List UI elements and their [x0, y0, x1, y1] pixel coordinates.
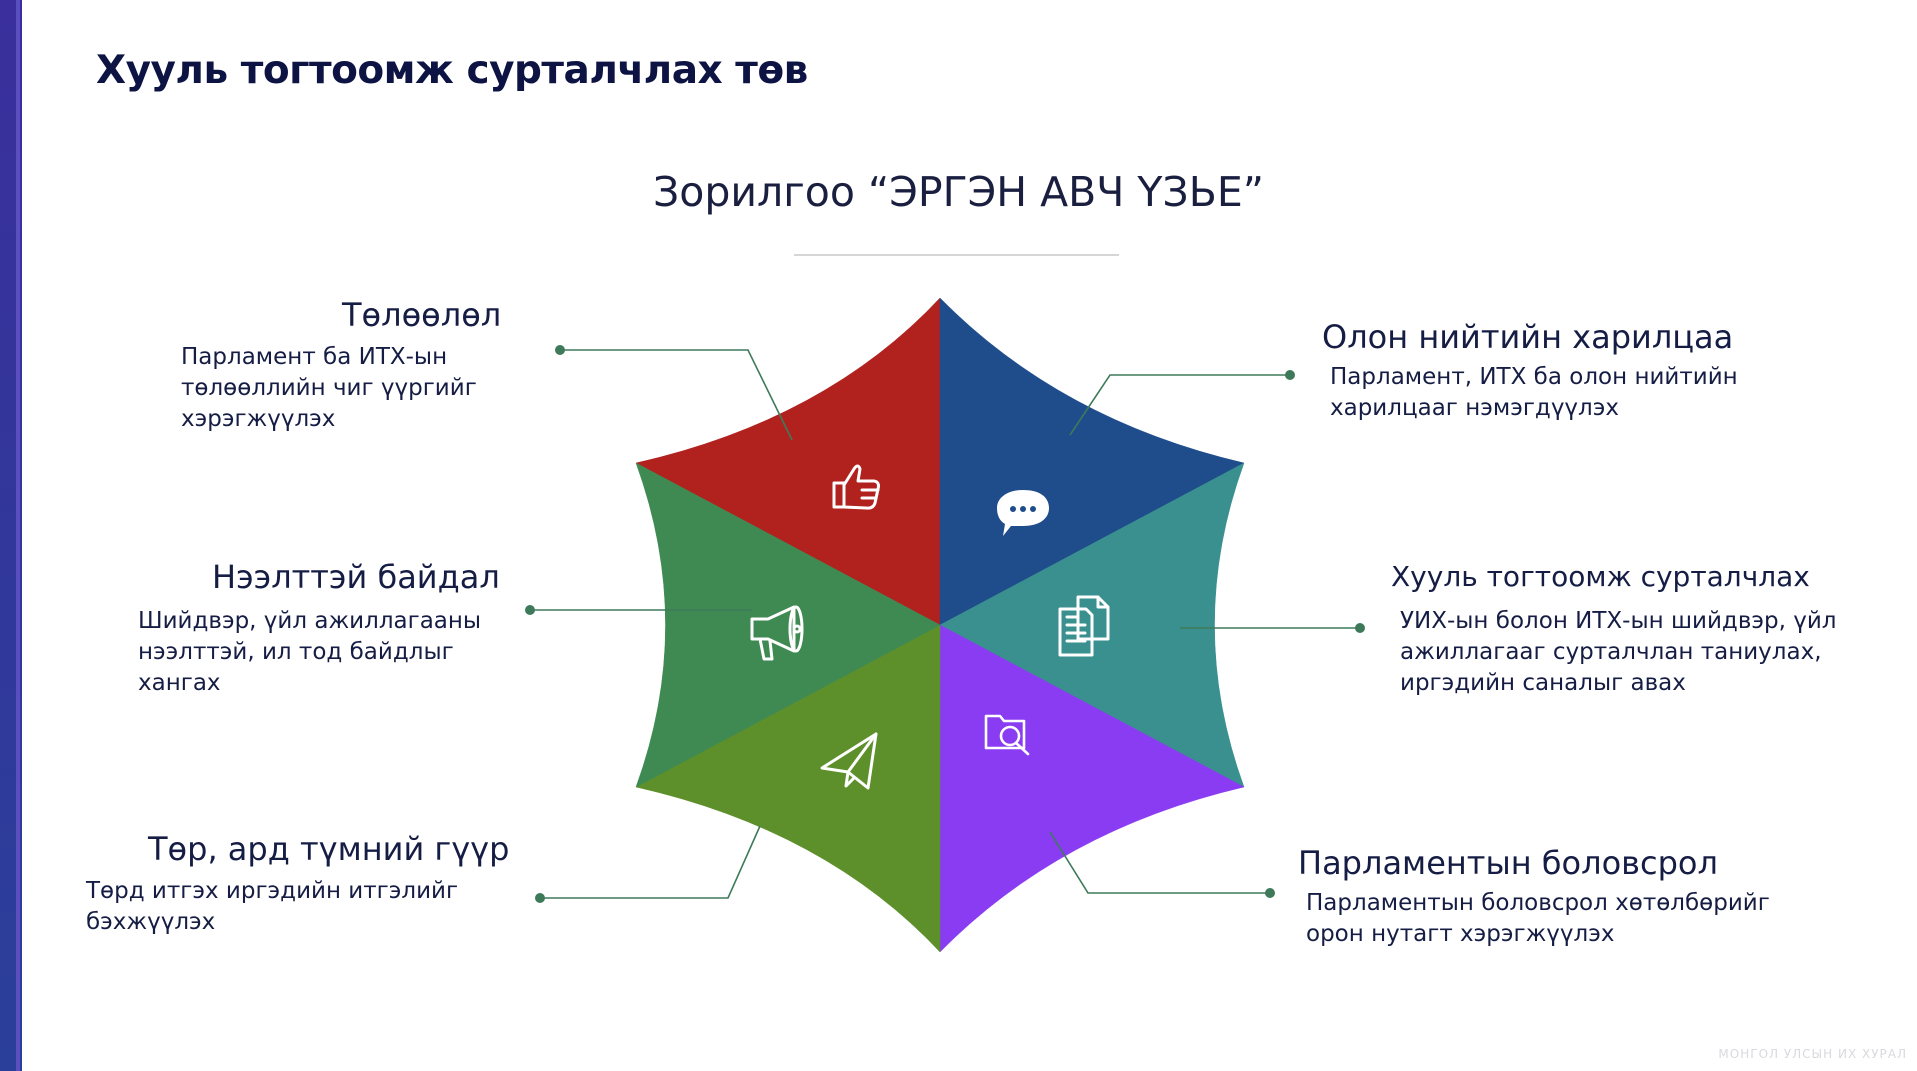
segment-representation [635, 297, 941, 626]
item-title-representation: Төлөөлөл [342, 296, 502, 334]
dot-public-relations [1285, 370, 1295, 380]
item-title-public-relations: Олон нийтийн харилцаа [1322, 318, 1734, 356]
folder-search-icon [984, 714, 1030, 756]
connector-state-people-bridge [540, 825, 761, 899]
dot-parliament-education [1265, 888, 1275, 898]
left-accent-line [16, 0, 20, 1071]
thumbs-up-icon [832, 464, 880, 510]
dot-law-promotion [1355, 623, 1365, 633]
documents-icon [1058, 595, 1110, 657]
item-title-parliament-education: Парламентын боловсрол [1298, 844, 1718, 882]
connectors [530, 349, 1360, 899]
page-title: Хууль тогтоомж сурталчлах төв [96, 48, 808, 93]
paper-plane-icon [820, 732, 878, 790]
segment-public-relations [939, 297, 1245, 626]
dot-representation [555, 345, 565, 355]
item-title-state-people-bridge: Төр, ард түмний гүүр [148, 830, 510, 868]
connector-dots [525, 345, 1365, 903]
segment-parliament-education [939, 624, 1245, 953]
item-title-law-promotion: Хууль тогтоомж сурталчлах [1391, 560, 1810, 593]
subtitle-divider [794, 254, 1119, 256]
connector-representation [560, 349, 793, 441]
segment-state-people-bridge [635, 624, 941, 953]
chat-bubble-icon [997, 490, 1049, 536]
dot-state-people-bridge [535, 893, 545, 903]
connector-parliament-education [1049, 831, 1270, 894]
connector-public-relations [1069, 374, 1290, 436]
watermark: МОНГОЛ УЛСЫН ИХ ХУРАЛ [1718, 1047, 1907, 1061]
megaphone-icon [750, 605, 804, 661]
goal-subtitle: Зорилгоо “ЭРГЭН АВЧ ҮЗЬЕ” [653, 168, 1264, 216]
item-title-openness: Нээлттэй байдал [212, 558, 500, 596]
dot-openness [525, 605, 535, 615]
segment-openness [635, 462, 941, 788]
